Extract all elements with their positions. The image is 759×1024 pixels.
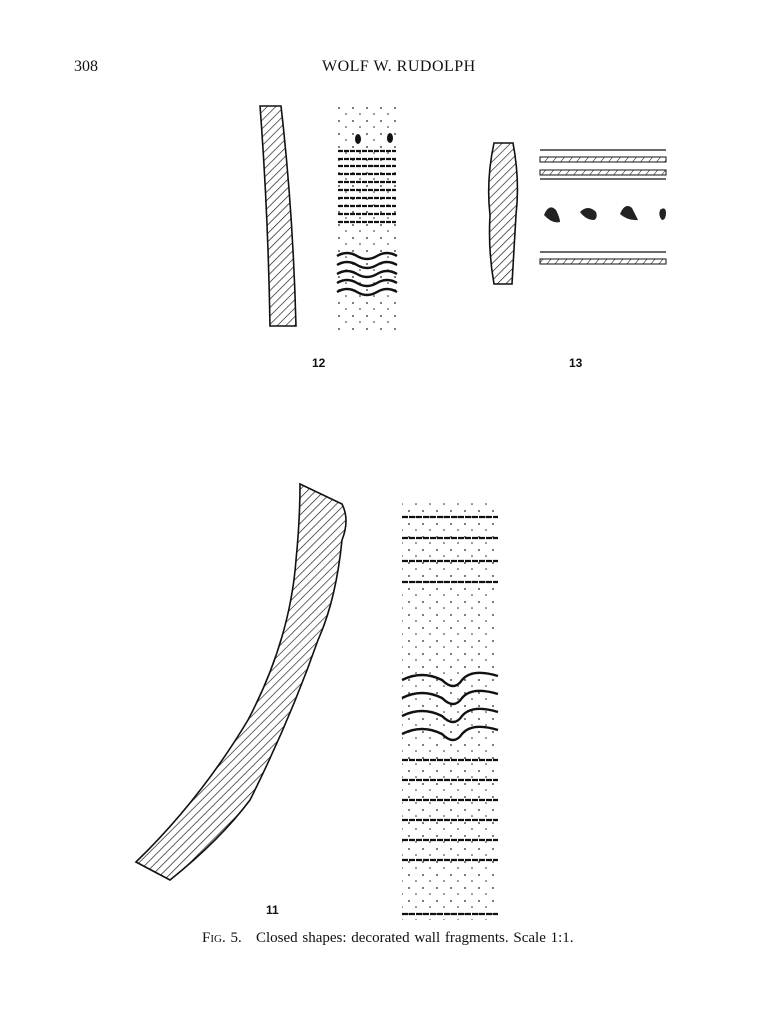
page-number: 308: [74, 58, 98, 75]
figure-12-profile: [259, 105, 297, 327]
caption-prefix: Fig. 5.: [202, 930, 242, 946]
figure-12-surface: [336, 104, 398, 330]
figure-11-surface: [401, 500, 499, 920]
figure-12-label: 12: [312, 356, 326, 370]
caption-text: Closed shapes: decorated wall fragments.…: [255, 930, 574, 946]
figure-13-surface: [539, 149, 667, 265]
figure-13-label: 13: [569, 356, 583, 370]
figure-11-profile: [134, 482, 347, 881]
running-head: WOLF W. RUDOLPH: [322, 58, 476, 75]
figure-caption: Fig. 5. Closed shapes: decorated wall fr…: [202, 930, 574, 947]
figure-11-label: 11: [266, 903, 279, 917]
figure-13-profile: [487, 142, 519, 285]
